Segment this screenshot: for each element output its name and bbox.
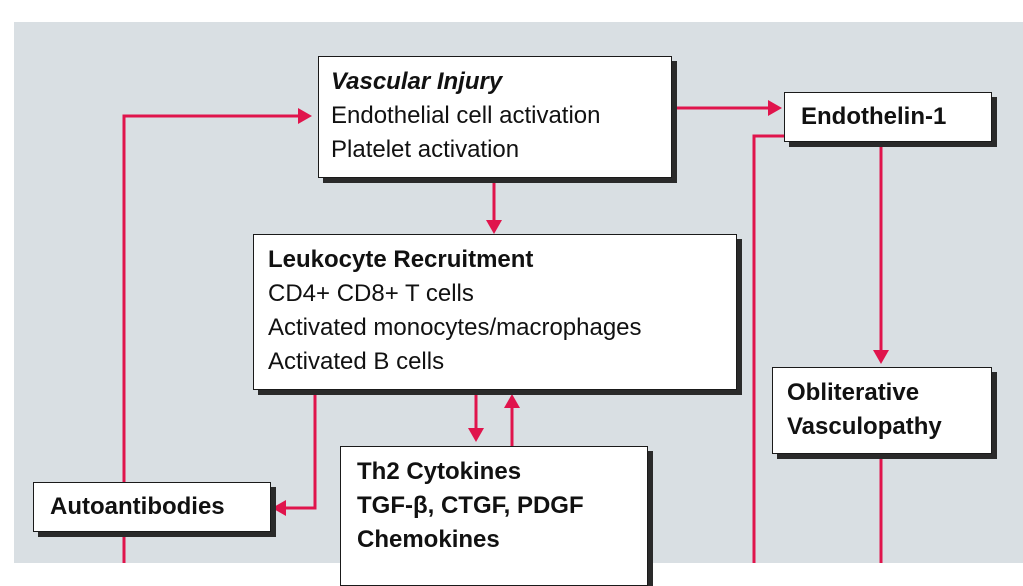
leukocyte-title: Leukocyte Recruitment <box>268 246 534 273</box>
node-autoantibodies: Autoantibodies <box>33 482 271 532</box>
node-leukocyte-recruitment: Leukocyte Recruitment CD4+ CD8+ T cells … <box>253 234 737 390</box>
arrowhead-to-obliterative <box>873 350 889 364</box>
arrowhead-to-leukocyte-from-th2 <box>504 394 520 408</box>
vascular-injury-line-2: Platelet activation <box>331 136 520 163</box>
autoantibodies-title: Autoantibodies <box>50 493 225 520</box>
edge-endothelin-branch-down <box>752 134 784 563</box>
endothelin-title: Endothelin-1 <box>801 103 947 130</box>
diagram-connectors <box>122 100 889 563</box>
leukocyte-line-2: Activated monocytes/macrophages <box>268 314 642 341</box>
arrowhead-to-leukocyte <box>486 220 502 234</box>
node-vascular-injury: Vascular Injury Endothelial cell activat… <box>318 56 672 178</box>
arrowhead-to-autoantibodies <box>272 500 286 516</box>
leukocyte-line-3: Activated B cells <box>268 348 445 375</box>
edge-leukocyte-to-autoantibodies <box>284 390 317 510</box>
arrowhead-to-th2 <box>468 428 484 442</box>
arrowhead-to-endothelin <box>768 100 782 116</box>
leukocyte-line-1: CD4+ CD8+ T cells <box>268 280 474 307</box>
vascular-injury-line-1: Endothelial cell activation <box>331 102 601 129</box>
th2-title-line-2: TGF-β, CTGF, PDGF <box>357 492 584 519</box>
edge-autoantibodies-to-vascular-injury <box>122 114 300 482</box>
vascular-injury-title: Vascular Injury <box>331 68 503 95</box>
th2-title-line-1: Th2 Cytokines <box>357 458 522 485</box>
obliterative-title-line-1: Obliterative <box>787 379 920 406</box>
node-th2-cytokines: Th2 Cytokines TGF-β, CTGF, PDGF Chemokin… <box>340 446 648 586</box>
th2-title-line-3: Chemokines <box>357 526 500 553</box>
obliterative-title-line-2: Vasculopathy <box>787 413 942 440</box>
arrowhead-to-vascular-injury <box>298 108 312 124</box>
node-obliterative-vasculopathy: Obliterative Vasculopathy <box>772 367 992 454</box>
node-endothelin: Endothelin-1 <box>784 92 992 142</box>
